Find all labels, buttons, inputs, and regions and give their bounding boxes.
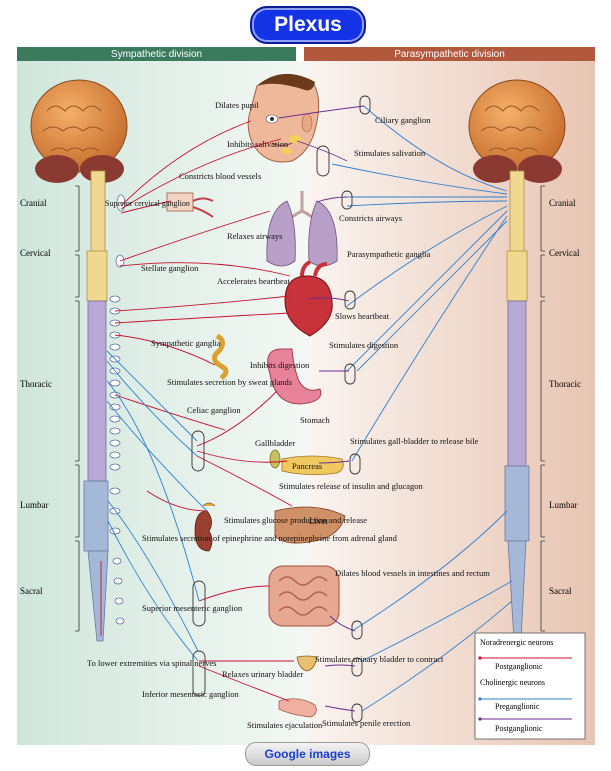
blood-vessels-illustration (166, 192, 214, 218)
legend-cholinergic: Cholinergic neurons (480, 678, 545, 687)
label-sweat-glands: Stimulates secretion by sweat glands (167, 377, 292, 387)
parasympathetic-preganglionic (331, 105, 513, 712)
right-brain (468, 79, 566, 183)
bladder-illustration (296, 655, 318, 672)
label-stimulates-ejaculation: Stimulates ejaculation (247, 720, 323, 730)
liver-illustration (274, 506, 346, 544)
label-constricts-blood-vessels: Constricts blood vessels (179, 171, 261, 181)
label-stimulates-digestion: Stimulates digestion (329, 340, 399, 350)
label-lower-extremities: To lower extremities via spinal nerves (87, 658, 216, 668)
label-inhibits-salivation: Inhibits salivation (227, 139, 289, 149)
label-pancreas: Pancreas (292, 461, 322, 471)
label-superior-cervical-ganglion: Superior cervical ganglion (105, 199, 190, 208)
legend-postganglionic-2: Postganglionic (495, 724, 543, 733)
label-insulin-glucagon: Stimulates release of insulin and glucag… (279, 481, 424, 491)
label-parasympathetic-ganglia: Parasympathetic ganglia (347, 249, 431, 259)
right-region-lumbar: Lumbar (549, 500, 578, 510)
right-spinal-cord (504, 170, 530, 642)
label-epinephrine: Stimulates secretion of epinephrine and … (142, 533, 398, 543)
parasympathetic-division-header: Parasympathetic division (304, 47, 595, 61)
autonomic-nervous-system-diagram: Cranial Cervical Thoracic Lumbar Sacral … (17, 61, 595, 745)
label-ciliary-ganglion: Ciliary ganglion (375, 115, 431, 125)
pancreas-illustration (281, 455, 344, 475)
stomach-illustration (267, 348, 322, 405)
label-gallbladder-bile: Stimulates gall-bladder to release bile (350, 436, 479, 446)
label-stellate-ganglion: Stellate ganglion (141, 263, 199, 273)
left-region-cranial: Cranial (20, 198, 47, 208)
google-images-button[interactable]: Google images (245, 742, 370, 766)
label-penile-erection: Stimulates penile erection (322, 718, 411, 728)
left-spinal-cord (83, 170, 109, 642)
reproductive-organ-illustration (278, 698, 317, 718)
right-region-cranial: Cranial (549, 198, 576, 208)
left-brain (30, 79, 128, 183)
sympathetic-pathways (100, 120, 294, 702)
left-region-sacral: Sacral (20, 586, 43, 596)
label-stimulates-salivation: Stimulates salivation (354, 148, 426, 158)
label-relaxes-airways: Relaxes airways (227, 231, 282, 241)
parasympathetic-ganglia-outlines (316, 95, 371, 723)
label-glucose-release: Stimulates glucose production and releas… (224, 515, 367, 525)
label-inferior-mesenteric-ganglion: Inferior mesenteric ganglion (142, 689, 240, 699)
parasympathetic-postganglionic (278, 105, 365, 712)
label-gallbladder: Gallbladder (255, 438, 295, 448)
sympathetic-division-header: Sympathetic division (17, 47, 296, 61)
sympathetic-preganglionic (106, 350, 208, 662)
intestines-illustration (268, 565, 340, 627)
label-stomach: Stomach (300, 415, 330, 425)
label-slows-heartbeat: Slows heartbeat (335, 311, 390, 321)
label-dilates-pupil: Dilates pupil (215, 100, 259, 110)
label-inhibits-digestion: Inhibits digestion (250, 360, 310, 370)
legend-postganglionic-1: Postganglionic (495, 662, 543, 671)
legend-noradrenergic: Noradrenergic neurons (480, 638, 553, 647)
label-superior-mesenteric-ganglion: Superior mesenteric ganglion (142, 603, 243, 613)
left-region-brackets (75, 185, 80, 632)
heart-illustration (284, 260, 333, 337)
right-region-brackets (540, 185, 545, 632)
page-title: Plexus (250, 6, 366, 44)
left-region-lumbar: Lumbar (20, 500, 49, 510)
prevertebral-ganglia (191, 430, 206, 697)
legend: Noradrenergic neurons Postganglionic Cho… (474, 632, 586, 740)
label-sympathetic-ganglia: Sympathetic ganglia (151, 338, 221, 348)
label-constricts-airways: Constricts airways (339, 213, 402, 223)
right-region-cervical: Cervical (549, 248, 580, 258)
label-relaxes-bladder: Relaxes urinary bladder (222, 669, 303, 679)
gallbladder-illustration (269, 449, 281, 469)
sweat-gland-illustration (212, 333, 229, 381)
label-celiac-ganglion: Celiac ganglion (187, 405, 241, 415)
label-dilates-blood-vessels: Dilates blood vessels in intestines and … (335, 568, 490, 578)
right-region-thoracic: Thoracic (549, 379, 581, 389)
left-region-cervical: Cervical (20, 248, 51, 258)
left-region-thoracic: Thoracic (20, 379, 52, 389)
label-accelerates-heartbeat: Accelerates heartbeat (217, 276, 291, 286)
right-region-sacral: Sacral (549, 586, 572, 596)
diagram-panel: Cranial Cervical Thoracic Lumbar Sacral … (17, 61, 595, 745)
legend-preganglionic: Preganglionic (495, 702, 540, 711)
label-liver: Liver (309, 516, 329, 526)
label-bladder-contract: Stimulates urinary bladder to contract (315, 654, 444, 664)
adrenal-kidney-illustration (194, 502, 216, 552)
